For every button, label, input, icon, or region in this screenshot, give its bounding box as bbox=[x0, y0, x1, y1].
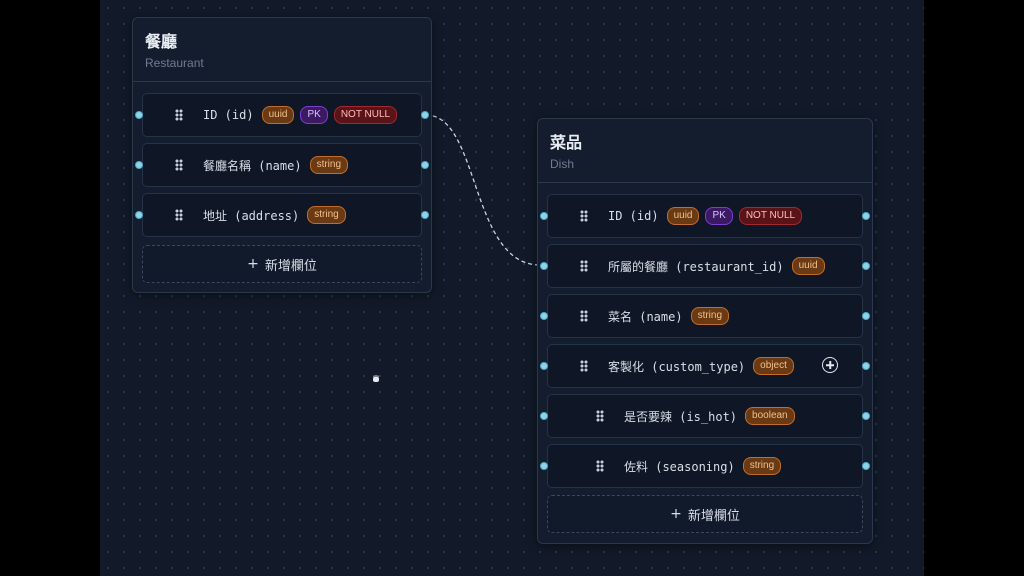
connection-port-left[interactable] bbox=[135, 161, 143, 169]
field-row-nested[interactable]: 是否要辣 (is_hot) boolean bbox=[540, 394, 870, 438]
field-row[interactable]: 所屬的餐廳 (restaurant_id) uuid bbox=[540, 244, 870, 288]
add-subfield-icon[interactable] bbox=[822, 357, 838, 373]
hand-cursor-icon bbox=[373, 375, 379, 382]
connection-port-right[interactable] bbox=[862, 462, 870, 470]
connection-port-left[interactable] bbox=[135, 111, 143, 119]
table-subtitle: Restaurant bbox=[145, 56, 204, 70]
field-name: 客製化 (custom_type) bbox=[608, 359, 746, 374]
pk-badge: PK bbox=[300, 106, 328, 124]
table-card-restaurant[interactable]: 餐廳 Restaurant ID (id) uuid PK NOT NULL 餐… bbox=[132, 17, 432, 293]
add-field-label: 新增欄位 bbox=[687, 508, 740, 524]
plus-icon: + bbox=[670, 506, 682, 522]
connection-port-right[interactable] bbox=[862, 312, 870, 320]
table-subtitle: Dish bbox=[550, 157, 575, 171]
drag-handle-icon[interactable] bbox=[580, 210, 588, 222]
field-row[interactable]: 餐廳名稱 (name) string bbox=[135, 143, 429, 187]
type-badge: uuid bbox=[261, 106, 295, 124]
schema-canvas[interactable]: 餐廳 Restaurant ID (id) uuid PK NOT NULL 餐… bbox=[100, 0, 924, 576]
field-row-nested[interactable]: 佐料 (seasoning) string bbox=[540, 444, 870, 488]
type-badge: string bbox=[742, 457, 782, 475]
field-name: 餐廳名稱 (name) bbox=[203, 158, 302, 173]
field-name: ID (id) bbox=[608, 209, 659, 223]
table-title: 餐廳 bbox=[145, 32, 178, 51]
connection-port-left[interactable] bbox=[540, 312, 548, 320]
field-name: 菜名 (name) bbox=[608, 309, 683, 324]
field-name: 所屬的餐廳 (restaurant_id) bbox=[608, 259, 784, 274]
table-card-dish[interactable]: 菜品 Dish ID (id) uuid PK NOT NULL 所屬的餐廳 (… bbox=[537, 118, 873, 544]
drag-handle-icon[interactable] bbox=[175, 159, 183, 171]
connection-port-left[interactable] bbox=[540, 412, 548, 420]
connection-port-right[interactable] bbox=[862, 412, 870, 420]
type-badge: string bbox=[307, 206, 346, 224]
connection-port-right[interactable] bbox=[862, 212, 870, 220]
add-field-label: 新增欄位 bbox=[264, 258, 317, 274]
type-badge: boolean bbox=[745, 407, 795, 425]
plus-icon: + bbox=[247, 256, 259, 272]
pk-badge: PK bbox=[705, 207, 733, 225]
relation-connector bbox=[425, 114, 541, 266]
drag-handle-icon[interactable] bbox=[580, 310, 588, 322]
field-name: 佐料 (seasoning) bbox=[624, 459, 735, 474]
connection-port-right[interactable] bbox=[421, 111, 429, 119]
connection-port-right[interactable] bbox=[862, 362, 870, 370]
field-name: 地址 (address) bbox=[203, 208, 300, 223]
not-null-badge: NOT NULL bbox=[738, 207, 803, 225]
table-title: 菜品 bbox=[550, 133, 583, 152]
add-field-button[interactable]: + 新增欄位 bbox=[142, 245, 422, 283]
connection-port-left[interactable] bbox=[540, 262, 548, 270]
drag-handle-icon[interactable] bbox=[596, 410, 604, 422]
type-badge: string bbox=[309, 156, 349, 174]
field-row[interactable]: 地址 (address) string bbox=[135, 193, 429, 237]
field-row[interactable]: 菜名 (name) string bbox=[540, 294, 870, 338]
drag-handle-icon[interactable] bbox=[175, 209, 183, 221]
add-field-button[interactable]: + 新增欄位 bbox=[547, 495, 863, 533]
field-row[interactable]: ID (id) uuid PK NOT NULL bbox=[135, 93, 429, 137]
type-badge: string bbox=[690, 307, 730, 325]
field-name: 是否要辣 (is_hot) bbox=[624, 409, 738, 424]
type-badge: uuid bbox=[666, 207, 700, 225]
drag-handle-icon[interactable] bbox=[175, 109, 183, 121]
connection-port-left[interactable] bbox=[540, 362, 548, 370]
connection-port-right[interactable] bbox=[421, 161, 429, 169]
connection-port-left[interactable] bbox=[540, 212, 548, 220]
type-badge: object bbox=[753, 357, 794, 375]
connection-port-right[interactable] bbox=[421, 211, 429, 219]
table-header[interactable]: 餐廳 Restaurant bbox=[133, 18, 431, 82]
drag-handle-icon[interactable] bbox=[580, 260, 588, 272]
connection-port-right[interactable] bbox=[862, 262, 870, 270]
field-row[interactable]: ID (id) uuid PK NOT NULL bbox=[540, 194, 870, 238]
type-badge: uuid bbox=[791, 257, 825, 275]
table-header[interactable]: 菜品 Dish bbox=[538, 119, 872, 183]
field-row[interactable]: 客製化 (custom_type) object bbox=[540, 344, 870, 388]
drag-handle-icon[interactable] bbox=[596, 460, 604, 472]
not-null-badge: NOT NULL bbox=[333, 106, 398, 124]
connection-port-left[interactable] bbox=[135, 211, 143, 219]
connection-port-left[interactable] bbox=[540, 462, 548, 470]
drag-handle-icon[interactable] bbox=[580, 360, 588, 372]
field-name: ID (id) bbox=[203, 108, 254, 122]
